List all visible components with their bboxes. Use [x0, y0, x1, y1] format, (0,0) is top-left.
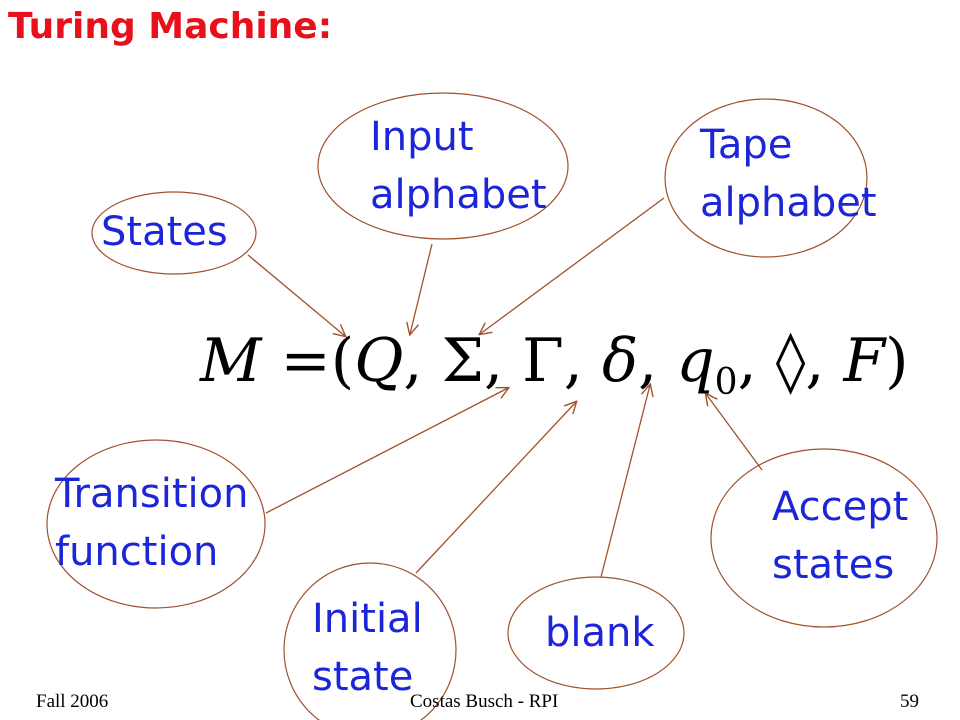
turing-machine-tuple: M =(Q, Σ, Γ, δ, q0, ◊, F) — [200, 326, 909, 403]
formula-equals: = — [280, 326, 331, 396]
formula-delta: δ — [601, 326, 639, 396]
formula-gamma: Γ — [522, 326, 564, 396]
formula-comma: , — [563, 326, 583, 396]
label-initial-state: Initial state — [312, 590, 423, 706]
label-blank-line-1: blank — [545, 610, 655, 656]
formula-f: F — [843, 326, 886, 396]
formula-q: Q — [354, 326, 404, 396]
arrow-tape-alphabet — [480, 197, 665, 334]
formula-m: M — [200, 326, 262, 396]
footer-page-number: 59 — [900, 691, 919, 712]
formula-q0-subscript: 0 — [714, 362, 738, 403]
label-tape-alphabet-line-2: alphabet — [700, 180, 877, 226]
arrow-initial-state — [415, 402, 576, 574]
label-blank: blank — [545, 604, 655, 662]
formula-open-paren: ( — [330, 326, 355, 396]
label-input-alphabet: Input alphabet — [370, 108, 547, 224]
ellipse-blank — [507, 576, 685, 690]
formula-sigma: Σ — [441, 326, 484, 396]
label-tape-alphabet: Tape alphabet — [700, 116, 877, 232]
label-transition-function: Transition function — [55, 465, 248, 581]
arrow-accept-states — [706, 394, 763, 471]
formula-comma: , — [484, 326, 504, 396]
ellipse-tape-alphabet — [664, 98, 868, 258]
footer-author: Costas Busch - RPI — [410, 691, 559, 712]
formula-q0: q — [676, 326, 715, 396]
arrow-states — [247, 254, 345, 336]
arrow-blank — [600, 385, 650, 578]
label-input-alphabet-line-2: alphabet — [370, 172, 547, 218]
formula-comma: , — [403, 326, 423, 396]
ellipse-transition-function — [46, 439, 266, 609]
arrow-transition-function — [265, 388, 508, 514]
formula-comma: , — [638, 326, 658, 396]
slide-title: Turing Machine: — [8, 6, 333, 47]
label-states: States — [101, 203, 228, 261]
ellipse-states — [91, 191, 257, 275]
label-tape-alphabet-line-1: Tape — [700, 122, 793, 168]
label-states-line-1: States — [101, 209, 228, 255]
label-accept-states-line-2: states — [772, 542, 895, 588]
formula-comma: , — [805, 326, 825, 396]
label-accept-states: Accept states — [772, 478, 908, 594]
label-input-alphabet-line-1: Input — [370, 114, 474, 160]
footer-date: Fall 2006 — [36, 691, 109, 712]
label-initial-state-line-1: Initial — [312, 596, 423, 642]
label-accept-states-line-1: Accept — [772, 484, 909, 530]
arrow-input-alphabet — [410, 243, 433, 334]
ellipse-input-alphabet — [317, 92, 569, 240]
ellipse-accept-states — [710, 448, 938, 628]
label-initial-state-line-2: state — [312, 654, 414, 700]
formula-comma: , — [737, 326, 757, 396]
formula-close-paren: ) — [885, 326, 909, 396]
label-transition-function-line-2: function — [55, 529, 219, 575]
formula-blank-symbol: ◊ — [775, 326, 806, 396]
label-transition-function-line-1: Transition — [55, 471, 249, 517]
ellipse-initial-state — [283, 562, 457, 720]
